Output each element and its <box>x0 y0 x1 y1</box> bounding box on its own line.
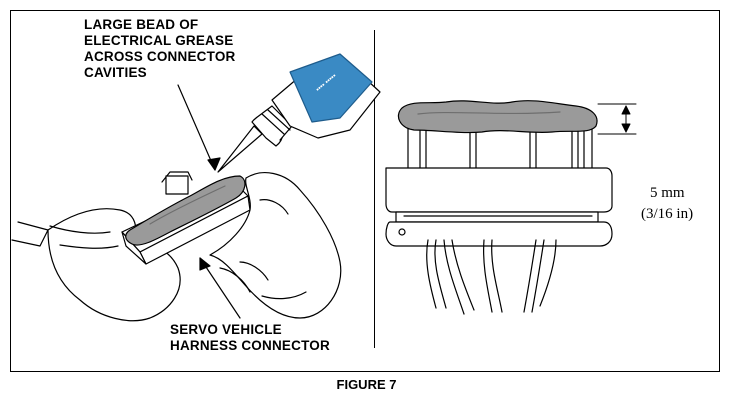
dimension-metric-label: 5 mm <box>650 185 685 201</box>
tube-label <box>289 53 373 123</box>
right-illustration <box>385 100 637 315</box>
callout-connector: SERVO VEHICLE HARNESS CONNECTOR <box>170 322 330 354</box>
dimension-marker <box>597 103 637 135</box>
figure-frame <box>10 10 720 372</box>
wire <box>426 239 437 309</box>
wire <box>523 239 537 313</box>
leader-line-grease <box>177 84 216 171</box>
left-hand <box>47 208 181 322</box>
left-illustration: ▪▪▪▪ ▪▪▪▪▪ <box>11 53 381 322</box>
callout-connector-line: SERVO VEHICLE <box>170 322 282 337</box>
grease-bead-left <box>125 175 246 246</box>
dimension-imperial-label: (3/16 in) <box>641 206 694 222</box>
callout-connector-line: HARNESS CONNECTOR <box>170 338 330 353</box>
callout-grease-line: ELECTRICAL GREASE <box>84 33 234 48</box>
grease-bead-right <box>397 100 598 134</box>
callout-grease-line: ACROSS CONNECTOR <box>84 49 236 64</box>
figure-caption: FIGURE 7 <box>336 377 397 392</box>
wire <box>443 239 465 315</box>
grease-tube: ▪▪▪▪ ▪▪▪▪▪ <box>217 53 381 173</box>
right-connector-base <box>385 221 613 247</box>
wire <box>483 239 493 313</box>
callout-grease-line: LARGE BEAD OF <box>84 17 199 32</box>
leader-line-connector <box>199 257 241 319</box>
callout-grease-line: CAVITIES <box>84 65 147 80</box>
leader-arrow-connector <box>199 257 211 271</box>
callout-grease: LARGE BEAD OF ELECTRICAL GREASE ACROSS C… <box>84 17 235 81</box>
left-connector <box>121 171 251 265</box>
right-connector-housing <box>385 167 613 213</box>
leader-arrow-grease <box>207 157 221 171</box>
panel-divider <box>374 30 375 348</box>
